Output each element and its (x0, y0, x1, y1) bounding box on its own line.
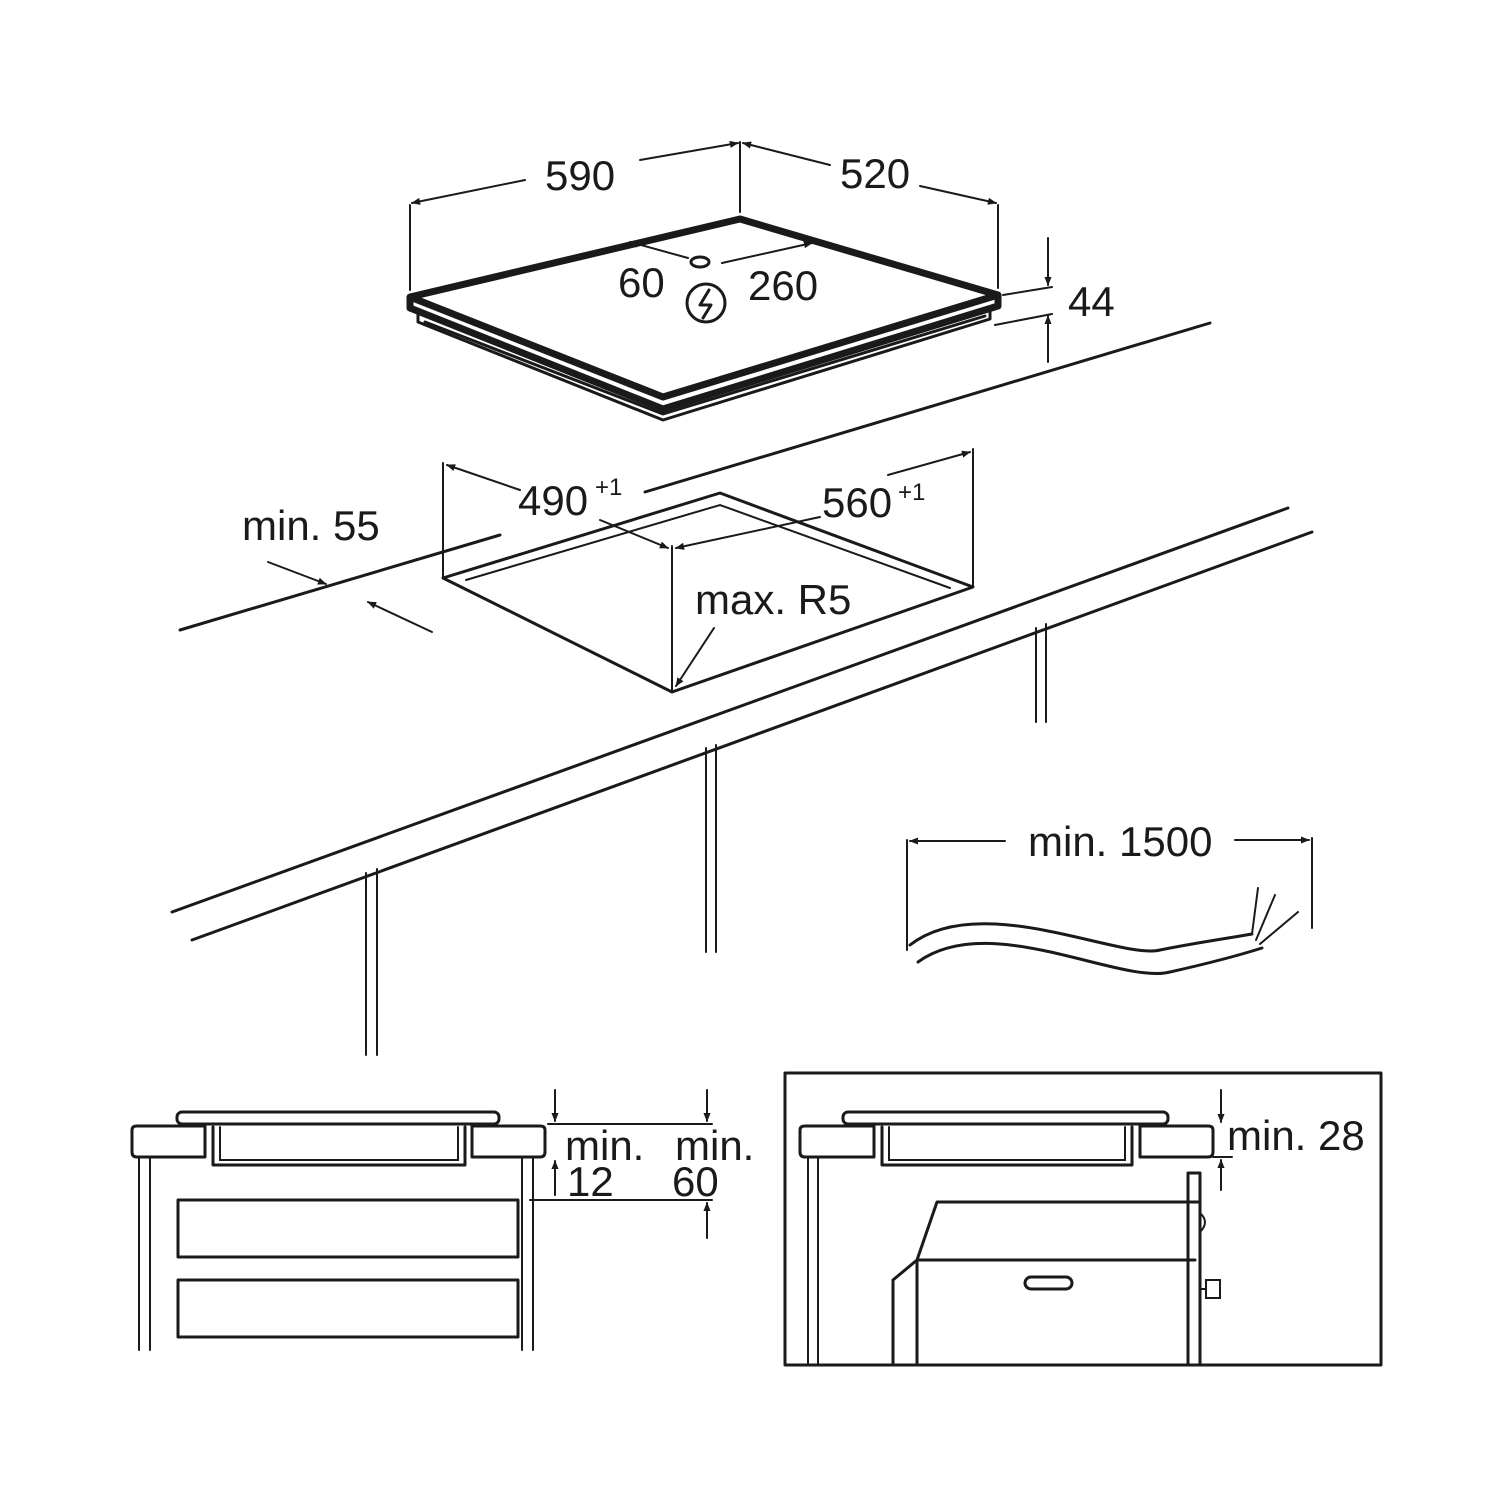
drawer-2 (176, 1278, 520, 1339)
cutout-depth-tolerance: +1 (898, 479, 925, 506)
hob-width-label: 590 (545, 152, 615, 199)
gap-b-min-label: min. (675, 1122, 754, 1169)
front-edge-distance-label: min. 55 (242, 502, 380, 549)
gap-b-value-label: 60 (672, 1158, 719, 1205)
corner-radius-label: max. R5 (695, 576, 851, 623)
oven-handle (1023, 1275, 1074, 1291)
hob-section-glass (175, 1110, 501, 1126)
cable-offset-b-label: 260 (748, 262, 818, 309)
hob-glass-top (406, 215, 1002, 401)
worktop-drawing: 490 +1 560 +1 min. 55 max. R5 (170, 321, 1314, 1056)
hob-body (416, 306, 992, 422)
cutout-width-label: 490 (518, 477, 588, 524)
section-drawers: min. 12 min. 60 (130, 1089, 754, 1351)
cutout-width-tolerance: +1 (595, 474, 622, 501)
oven-body (891, 1200, 1202, 1367)
section-frame (783, 1071, 1383, 1367)
cable-outlet-icon (689, 255, 711, 269)
oven-gap-label: min. 28 (1227, 1112, 1365, 1159)
hob-glass-edge (406, 295, 1002, 413)
cable-icon (908, 922, 1254, 953)
oven-front-panel (1186, 1171, 1202, 1367)
lightning-bolt-icon (685, 282, 727, 324)
section-oven: min. 28 (783, 1071, 1383, 1367)
hob-depth-label: 520 (840, 150, 910, 197)
cable-offset-a-label: 60 (618, 259, 665, 306)
cutout-depth-label: 560 (822, 479, 892, 526)
cable-drawing: min. 1500 (906, 818, 1313, 975)
hob-section-glass-oven (841, 1110, 1170, 1126)
cable-length-label: min. 1500 (1028, 818, 1212, 865)
gap-a-value-label: 12 (567, 1158, 614, 1205)
oven-knob-icon (1205, 1279, 1221, 1299)
hob-drawing: 590 520 60 260 44 (406, 140, 1115, 422)
gap-a-min-label: min. (565, 1122, 644, 1169)
cabinet-uprights (365, 623, 1047, 1056)
hob-height-label: 44 (1068, 278, 1115, 325)
drawer-1 (176, 1198, 520, 1259)
